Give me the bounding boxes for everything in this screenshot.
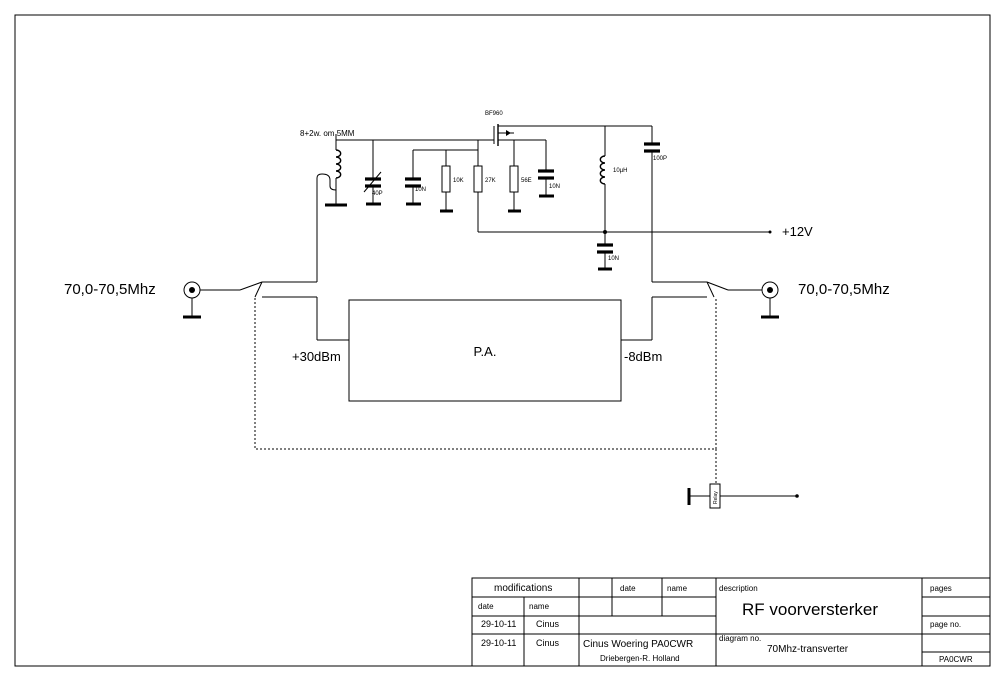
res2-value: 27K xyxy=(485,178,496,184)
tb-location: Driebergen-R. Holland xyxy=(600,654,680,663)
resistor-56e xyxy=(508,165,521,213)
capacitor-10n-supply xyxy=(597,243,613,271)
trimmer-value: 40P xyxy=(372,191,383,197)
tb-mod-date-header: date xyxy=(478,602,494,611)
tb-description-header: description xyxy=(719,584,758,593)
capacitor-100p xyxy=(605,125,660,282)
supply-voltage-label: +12V xyxy=(782,224,813,239)
output-frequency-label: 70,0-70,5Mhz xyxy=(798,281,890,298)
cap-supply-value: 10N xyxy=(608,256,619,262)
tb-diagram: 70Mhz-transverter xyxy=(767,644,849,655)
capacitor-10n-source xyxy=(538,140,554,198)
resistor-27k xyxy=(473,140,772,234)
output-connector xyxy=(761,281,779,319)
transistor-bf960 xyxy=(490,124,605,166)
input-frequency-label: 70,0-70,5Mhz xyxy=(64,281,156,298)
cap-out-value: 100P xyxy=(653,156,667,162)
tb-description: RF voorversterker xyxy=(742,600,878,619)
relay-coil xyxy=(687,483,799,509)
res1-value: 10K xyxy=(453,178,464,184)
pa-input-level: -8dBm xyxy=(624,349,662,364)
trimmer-capacitor xyxy=(336,139,382,206)
tb-date-header: date xyxy=(620,584,636,593)
tb-rev1-name: Cinus xyxy=(536,619,560,629)
transistor-label: BF960 xyxy=(485,111,503,117)
tb-modifications: modifications xyxy=(494,583,552,594)
choke-value: 10µH xyxy=(613,168,627,174)
resistor-10k xyxy=(440,150,453,213)
cap1-value: 10N xyxy=(415,187,426,193)
relay-mechanical-link xyxy=(254,298,717,450)
tb-diagram-header: diagram no. xyxy=(719,634,761,643)
cap2-value: 10N xyxy=(549,184,560,190)
tb-pages-header: pages xyxy=(930,584,952,593)
output-relay-switch xyxy=(652,281,762,298)
choke-10uh xyxy=(599,126,607,244)
tb-page-no-header: page no. xyxy=(930,620,961,629)
tb-rev2-name: Cinus xyxy=(536,638,560,648)
tb-name-header: name xyxy=(667,584,688,593)
relay-label: Relay xyxy=(713,491,719,504)
title-block xyxy=(471,577,991,667)
pa-label: P.A. xyxy=(474,344,497,359)
tb-mod-name-header: name xyxy=(529,602,550,611)
pa-block xyxy=(348,299,622,402)
coil-winding-label: 8+2w. om 5MM xyxy=(300,129,355,138)
tb-rev1-date: 29-10-11 xyxy=(481,619,516,629)
tb-rev2-date: 29-10-11 xyxy=(481,638,516,648)
tb-callsign: PA0CWR xyxy=(939,655,973,664)
res3-value: 56E xyxy=(521,178,532,184)
tb-author: Cinus Woering PA0CWR xyxy=(583,639,693,650)
input-connector xyxy=(183,281,240,319)
input-relay-switch xyxy=(239,281,317,298)
pa-output-level: +30dBm xyxy=(292,349,341,364)
input-coil xyxy=(316,134,347,207)
